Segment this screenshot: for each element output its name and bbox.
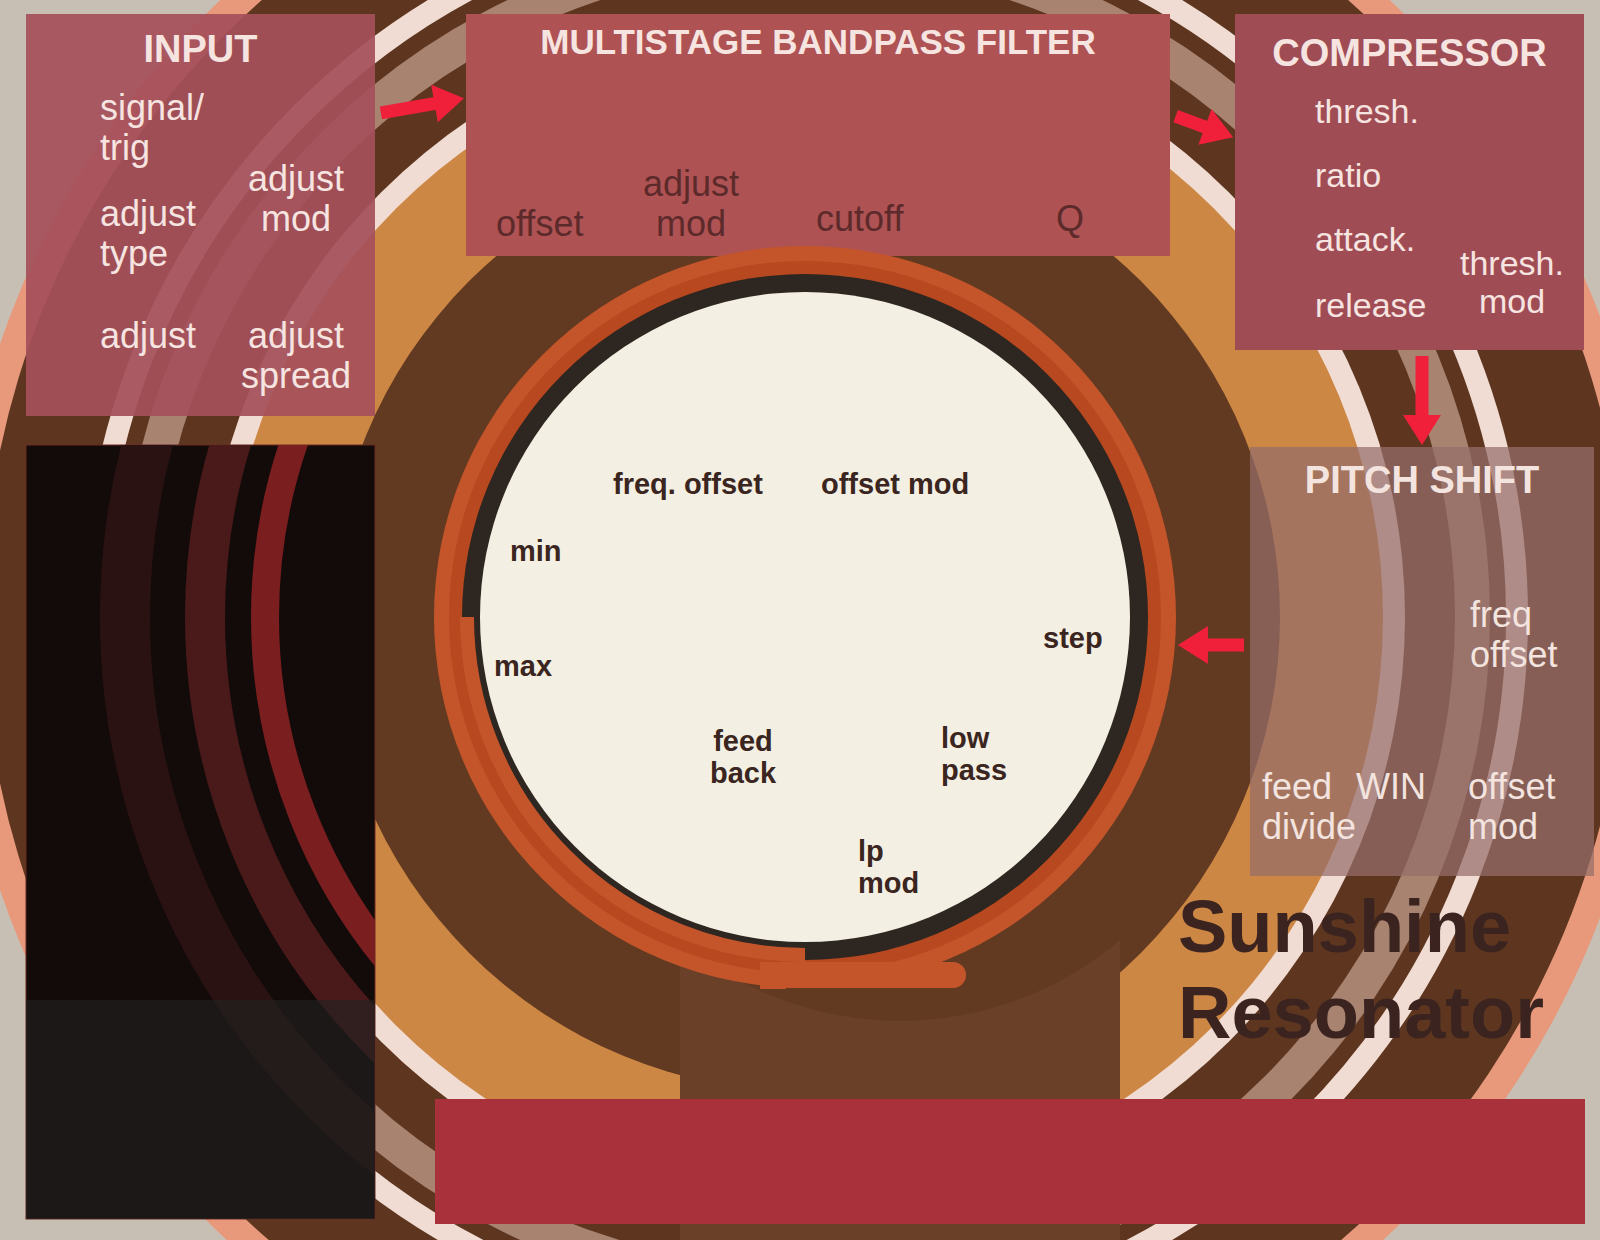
knob-label: lp mod bbox=[858, 835, 948, 899]
knob-label: Q bbox=[1056, 199, 1116, 239]
cream-face bbox=[480, 292, 1130, 942]
panel-arcs bbox=[26, 445, 375, 1219]
knob-label: feed back bbox=[688, 725, 798, 789]
arrow-shaft bbox=[1176, 116, 1209, 128]
compressor-box: COMPRESSOR thresh. ratio attack. releasethre… bbox=[1235, 14, 1584, 350]
knob-label: freq. offset bbox=[613, 468, 803, 500]
arrow-head bbox=[1178, 626, 1208, 664]
knob-label: feed divide bbox=[1262, 767, 1362, 847]
knob-label: offset mod bbox=[821, 468, 1011, 500]
knob-label: ratio bbox=[1315, 156, 1445, 194]
arrow-head bbox=[431, 85, 464, 122]
section-heading: MULTISTAGE BANDPASS FILTER bbox=[466, 22, 1170, 61]
knob-label: adjust mod bbox=[226, 159, 366, 239]
signal-arrow bbox=[1176, 109, 1233, 145]
knob-label: freq offset bbox=[1470, 595, 1590, 675]
section-heading: INPUT bbox=[26, 28, 375, 71]
knob-label: adjust bbox=[100, 316, 230, 356]
signal-arrow bbox=[1403, 356, 1441, 445]
arrow-shaft bbox=[1204, 639, 1244, 652]
resonator-circle: freq. offset offset mod min max step feed bac… bbox=[433, 245, 1177, 989]
filter-box: MULTISTAGE BANDPASS FILTER offsetadjust m… bbox=[466, 14, 1170, 256]
module-title: Sunshine Resonator bbox=[1178, 884, 1588, 1056]
inner-brown-ring bbox=[330, 142, 1280, 1092]
arrow-shaft bbox=[1416, 356, 1429, 419]
rim-inner bbox=[449, 261, 1161, 973]
knob-label: offset bbox=[496, 204, 616, 244]
knob-label: adjust spread bbox=[226, 316, 366, 396]
arrow-shaft bbox=[381, 103, 439, 113]
knob-label: max bbox=[494, 650, 574, 682]
section-heading: PITCH SHIFT bbox=[1250, 459, 1594, 502]
arrow-head bbox=[1403, 415, 1441, 445]
knob-label: min bbox=[510, 535, 590, 567]
knob-label: signal/ trig bbox=[100, 88, 230, 168]
knob-label: offset mod bbox=[1468, 767, 1590, 847]
knob-label: thresh. mod bbox=[1447, 244, 1577, 320]
dark-ring bbox=[462, 274, 1148, 960]
signal-arrow bbox=[381, 85, 464, 122]
pitch-shift-box: PITCH SHIFT freq offset feed divideWIN offs… bbox=[1250, 447, 1594, 876]
knob-label: adjust mod bbox=[616, 164, 766, 244]
resonator-rings bbox=[433, 245, 1177, 989]
bottom-bar bbox=[435, 1099, 1585, 1224]
knob-label: low pass bbox=[941, 722, 1041, 786]
knob-label: attack. bbox=[1315, 220, 1445, 258]
knob-label: step bbox=[1043, 622, 1123, 654]
panel-shade bbox=[26, 1000, 375, 1219]
input-box: INPUT signal/ trig adjust typeadjust mod ad… bbox=[26, 14, 375, 416]
knob-label: adjust type bbox=[100, 194, 230, 274]
knob-label: WIN bbox=[1356, 767, 1436, 807]
knob-label: release bbox=[1315, 286, 1445, 324]
section-heading: COMPRESSOR bbox=[1235, 32, 1584, 75]
rim bbox=[434, 246, 1176, 988]
knob-label: cutoff bbox=[816, 199, 946, 239]
orange-tail bbox=[773, 975, 953, 989]
knob-label: thresh. bbox=[1315, 92, 1445, 130]
signal-arrow bbox=[1178, 626, 1244, 664]
arrow-head bbox=[1198, 109, 1233, 145]
